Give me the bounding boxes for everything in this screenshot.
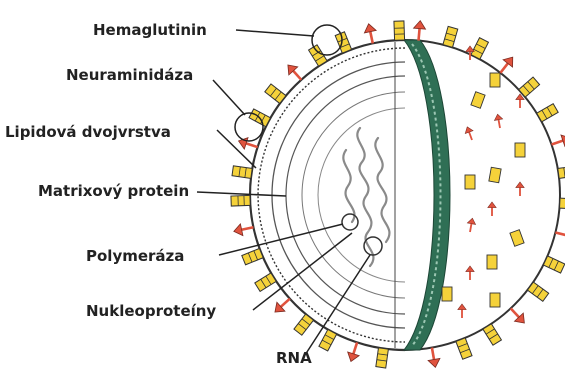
hemagglutinin-spike: [232, 166, 252, 179]
membrane-band: [404, 40, 450, 350]
virus-envelope: [250, 40, 560, 350]
neuraminidase-spike: [506, 304, 528, 327]
label-neuraminidase: Neuraminidáza: [66, 66, 193, 84]
hemagglutinin-spike: [537, 104, 558, 122]
rna-genome: [342, 128, 389, 266]
label-nucleoproteins: Nukleoproteíny: [86, 302, 216, 320]
neuraminidase-spike: [363, 23, 379, 45]
labels: Hemaglutinin Neuraminidáza Lipidová dvoj…: [5, 21, 312, 367]
neuraminidase-spike: [458, 304, 466, 318]
hemagglutinin-particle: [515, 143, 525, 157]
neuraminidase-spike: [516, 94, 524, 108]
neuraminidase-spike: [426, 347, 441, 369]
label-lipid-bilayer: Lipidová dvojvrstva: [5, 123, 171, 141]
hemagglutinin-spike: [443, 26, 458, 47]
hemagglutinin-spike: [527, 282, 548, 301]
hemagglutinin-particle: [489, 167, 501, 183]
hemagglutinin-particle: [490, 293, 500, 307]
hemagglutinin-spike: [319, 330, 337, 351]
nucleoproteins-leader: [253, 233, 352, 310]
hemagglutinin-spike: [560, 198, 565, 209]
hemagglutinin-particle: [465, 175, 475, 189]
neuraminidase-spike: [488, 202, 496, 216]
neuraminidase-spike: [466, 266, 474, 280]
hemagglutinin-spike: [471, 38, 489, 59]
label-matrix-protein: Matrixový protein: [38, 182, 189, 200]
hemagglutinin-spike: [255, 273, 276, 292]
hemagglutinin-spike: [394, 21, 405, 40]
neuraminidase-spike: [516, 182, 524, 196]
neuraminidase-spike: [463, 125, 476, 141]
neuraminidase-spike: [493, 113, 504, 128]
matrix-shell-3: [302, 92, 405, 298]
hemagglutinin-spike: [242, 248, 263, 264]
hemagglutinin-spike: [558, 166, 565, 179]
matrix-shell-4: [318, 108, 405, 282]
hemagglutinin-particle: [442, 287, 452, 301]
neuraminidase-leader: [213, 80, 245, 115]
label-polymerase: Polymeráza: [86, 247, 184, 265]
hemagglutinin-leader: [236, 30, 314, 36]
neuraminidase-spike: [283, 61, 305, 84]
lipid-bilayer-leader: [217, 130, 256, 168]
hemagglutinin-particle: [490, 73, 500, 87]
hemagglutinin-spike: [231, 195, 250, 206]
neuraminidase-spike: [271, 294, 294, 316]
hemagglutinin-spike: [543, 256, 564, 273]
polymerase-complex: [342, 214, 358, 230]
label-hemagglutinin: Hemaglutinin: [93, 21, 207, 39]
hemagglutinin-spike: [456, 338, 472, 359]
membrane-cross-section: [404, 40, 450, 350]
neuraminidase-spike: [413, 20, 427, 41]
label-rna: RNA: [276, 349, 312, 367]
leader-lines: [197, 30, 370, 355]
hemagglutinin-spike: [483, 324, 502, 345]
hemagglutinin-particle: [487, 255, 497, 269]
hemagglutinin-particle: [510, 230, 524, 247]
neuraminidase-spike: [233, 221, 255, 237]
hemagglutinin-particle: [471, 92, 485, 109]
neuraminidase-spike: [466, 217, 477, 232]
hemagglutinin-spike: [376, 348, 389, 368]
